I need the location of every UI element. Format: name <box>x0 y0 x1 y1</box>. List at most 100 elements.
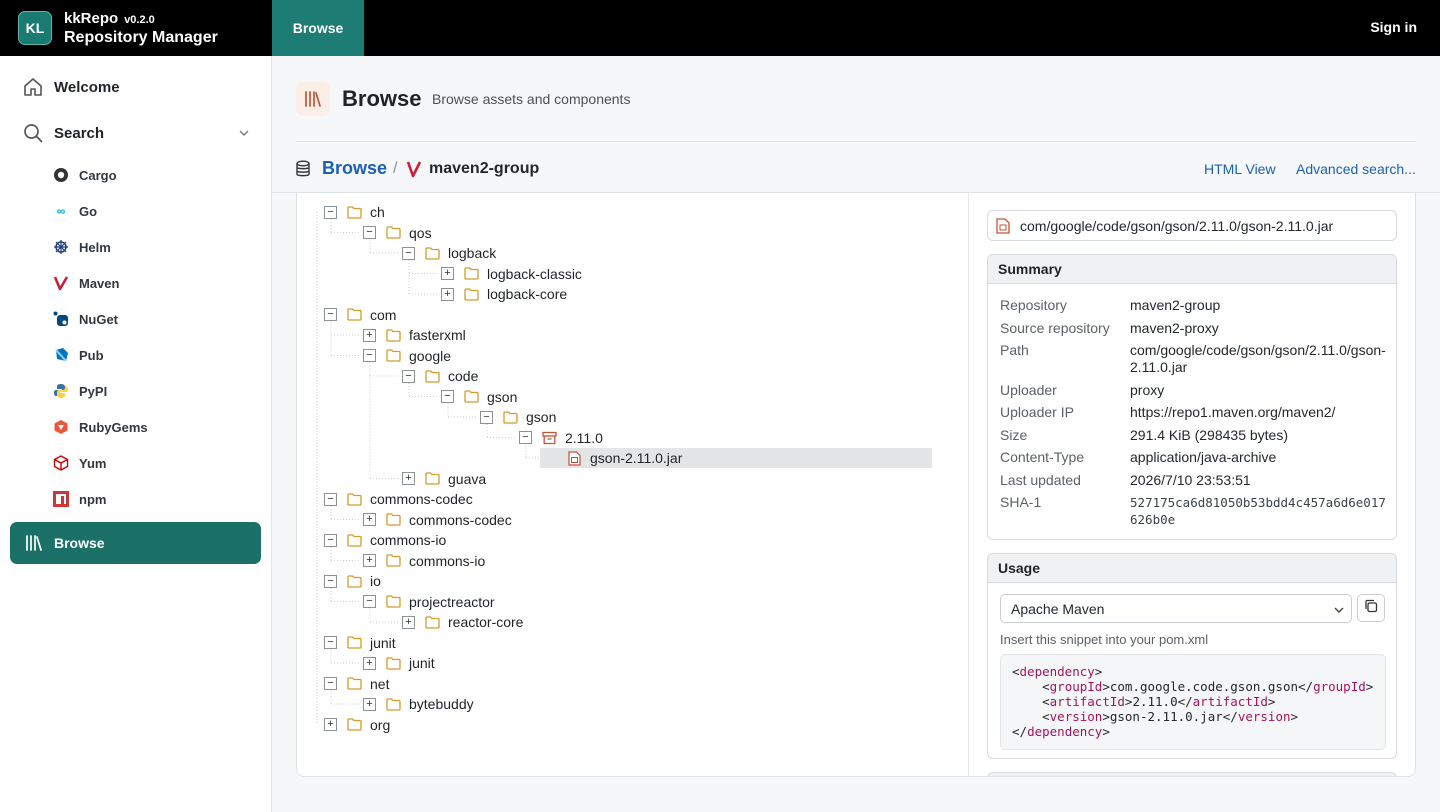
summary-value: application/java-archive <box>1130 449 1277 465</box>
tree-folder-row[interactable]: +logback-classic <box>441 264 582 284</box>
sidebar-item-search[interactable]: Search <box>22 122 250 144</box>
tree-folder-row[interactable]: −commons-io <box>324 530 446 550</box>
collapse-toggle-icon[interactable]: − <box>363 226 376 239</box>
collapse-toggle-icon[interactable]: − <box>363 595 376 608</box>
tree-folder-row[interactable]: +org <box>324 715 390 735</box>
summary-key: Source repository <box>1000 320 1110 336</box>
sign-in-link[interactable]: Sign in <box>1370 19 1417 35</box>
expand-toggle-icon[interactable]: + <box>363 328 376 342</box>
collapse-toggle-icon[interactable]: − <box>402 369 415 383</box>
summary-value: maven2-proxy <box>1130 320 1219 336</box>
sidebar-item-nuget[interactable]: NuGet <box>52 310 118 328</box>
tree-asset-row[interactable]: gson-2.11.0.jar <box>540 448 932 468</box>
tree-folder-row[interactable]: −code <box>402 366 478 386</box>
expand-toggle-icon[interactable]: + <box>402 615 415 629</box>
tree-folder-row[interactable]: + reactor-core <box>402 612 523 632</box>
app-logo[interactable]: KL <box>18 11 52 45</box>
tree-folder-row[interactable]: +guava <box>402 469 486 489</box>
maven-icon <box>52 274 70 292</box>
tree-folder-row[interactable]: −gson <box>441 387 517 407</box>
code-snippet[interactable]: <dependency> <groupId>com.google.code.gs… <box>1000 654 1386 750</box>
tree-folder-row[interactable]: +commons-codec <box>363 510 512 530</box>
tree-folder-row[interactable]: −junit <box>324 633 396 653</box>
pub-icon <box>52 346 70 364</box>
sidebar-item-npm[interactable]: npm <box>52 490 106 508</box>
sidebar-item-maven[interactable]: Maven <box>52 274 119 292</box>
tree-folder-row[interactable]: +commons-io <box>363 551 485 571</box>
tree-folder-row[interactable]: −google <box>363 346 451 366</box>
folder-icon <box>346 676 362 692</box>
tree-folder-row[interactable]: −logback <box>402 243 496 263</box>
tree-folder-row[interactable]: +bytebuddy <box>363 694 474 714</box>
tree-node-label: qos <box>409 224 432 241</box>
expand-toggle-icon[interactable]: + <box>324 718 337 731</box>
sidebar-item-helm[interactable]: Helm <box>52 238 111 256</box>
sidebar-item-rubygems[interactable]: RubyGems <box>52 418 148 436</box>
folder-icon <box>463 266 479 282</box>
folder-icon <box>346 635 362 651</box>
sidebar-item-label: RubyGems <box>79 419 148 435</box>
build-tool-select[interactable]: Apache Maven <box>1000 594 1352 623</box>
tree-folder-row[interactable]: +junit <box>363 653 435 673</box>
breadcrumb-root-link[interactable]: Browse <box>322 158 388 178</box>
maven-icon <box>406 160 422 178</box>
expand-toggle-icon[interactable]: + <box>363 697 376 711</box>
tree-folder-row[interactable]: −projectreactor <box>363 592 495 612</box>
jar-file-icon <box>566 450 582 466</box>
sidebar-item-label: Maven <box>79 275 120 291</box>
usage-title: Usage <box>988 554 1396 583</box>
sidebar-item-yum[interactable]: Yum <box>52 454 106 472</box>
divider <box>272 192 1440 193</box>
sidebar-item-label: NuGet <box>79 311 118 327</box>
sidebar-item-cargo[interactable]: Cargo <box>52 166 117 184</box>
tree-folder-row[interactable]: −io <box>324 571 381 591</box>
sidebar-item-pypi[interactable]: PyPI <box>52 382 107 400</box>
html-view-link[interactable]: HTML View <box>1204 161 1276 177</box>
collapse-toggle-icon[interactable]: − <box>480 410 493 424</box>
tree-folder-row[interactable]: − qos <box>363 223 432 243</box>
collapse-toggle-icon[interactable]: − <box>324 205 337 219</box>
collapse-toggle-icon[interactable]: − <box>324 636 337 649</box>
copy-button[interactable] <box>1357 594 1385 622</box>
collapse-toggle-icon[interactable]: − <box>363 349 376 362</box>
collapse-toggle-icon[interactable]: − <box>519 431 532 444</box>
tree-node-label: reactor-core <box>448 614 524 630</box>
expand-toggle-icon[interactable]: + <box>441 287 454 301</box>
collapse-toggle-icon[interactable]: − <box>324 574 337 588</box>
expand-toggle-icon[interactable]: + <box>363 513 376 526</box>
sidebar-item-browse[interactable]: Browse <box>10 522 261 564</box>
expand-toggle-icon[interactable]: + <box>363 554 376 567</box>
tree-folder-row[interactable]: −net <box>324 674 389 694</box>
tree-component-row[interactable]: −2.11.0 <box>519 428 603 448</box>
tree-node-label: commons-codec <box>370 491 473 507</box>
folder-icon <box>424 368 440 384</box>
chevron-down-icon[interactable] <box>238 126 250 143</box>
collapse-toggle-icon[interactable]: − <box>402 246 415 260</box>
collapse-toggle-icon[interactable]: − <box>324 677 337 690</box>
collapse-toggle-icon[interactable]: − <box>324 533 337 547</box>
tree-folder-row[interactable]: −ch <box>324 202 385 222</box>
sidebar-item-pub[interactable]: Pub <box>52 346 104 364</box>
folder-icon <box>385 594 401 610</box>
tree-folder-row[interactable]: −com <box>324 305 396 325</box>
folder-icon <box>346 307 362 323</box>
advanced-search-link[interactable]: Advanced search... <box>1296 161 1416 177</box>
sidebar-item-go[interactable]: ∞ Go <box>52 202 97 220</box>
cargo-icon <box>52 166 70 184</box>
tree-folder-row[interactable]: − commons-codec <box>324 489 473 509</box>
folder-icon <box>463 286 479 302</box>
top-tab-browse[interactable]: Browse <box>272 0 364 56</box>
expand-toggle-icon[interactable]: + <box>363 656 376 670</box>
sidebar-item-label: Browse <box>54 535 105 551</box>
collapse-toggle-icon[interactable]: − <box>441 390 454 403</box>
tree-folder-row[interactable]: +fasterxml <box>363 325 466 345</box>
collapse-toggle-icon[interactable]: − <box>324 308 337 321</box>
expand-toggle-icon[interactable]: + <box>402 472 415 485</box>
expand-toggle-icon[interactable]: + <box>441 267 454 280</box>
sidebar-item-welcome[interactable]: Welcome <box>22 76 120 98</box>
summary-key: Size <box>1000 427 1028 443</box>
tree-folder-row[interactable]: −gson <box>480 407 556 427</box>
collapse-toggle-icon[interactable]: − <box>324 492 337 506</box>
tree-folder-row[interactable]: +logback-core <box>441 284 567 304</box>
asset-path-field[interactable]: com/google/code/gson/gson/2.11.0/gson-2.… <box>987 210 1397 241</box>
